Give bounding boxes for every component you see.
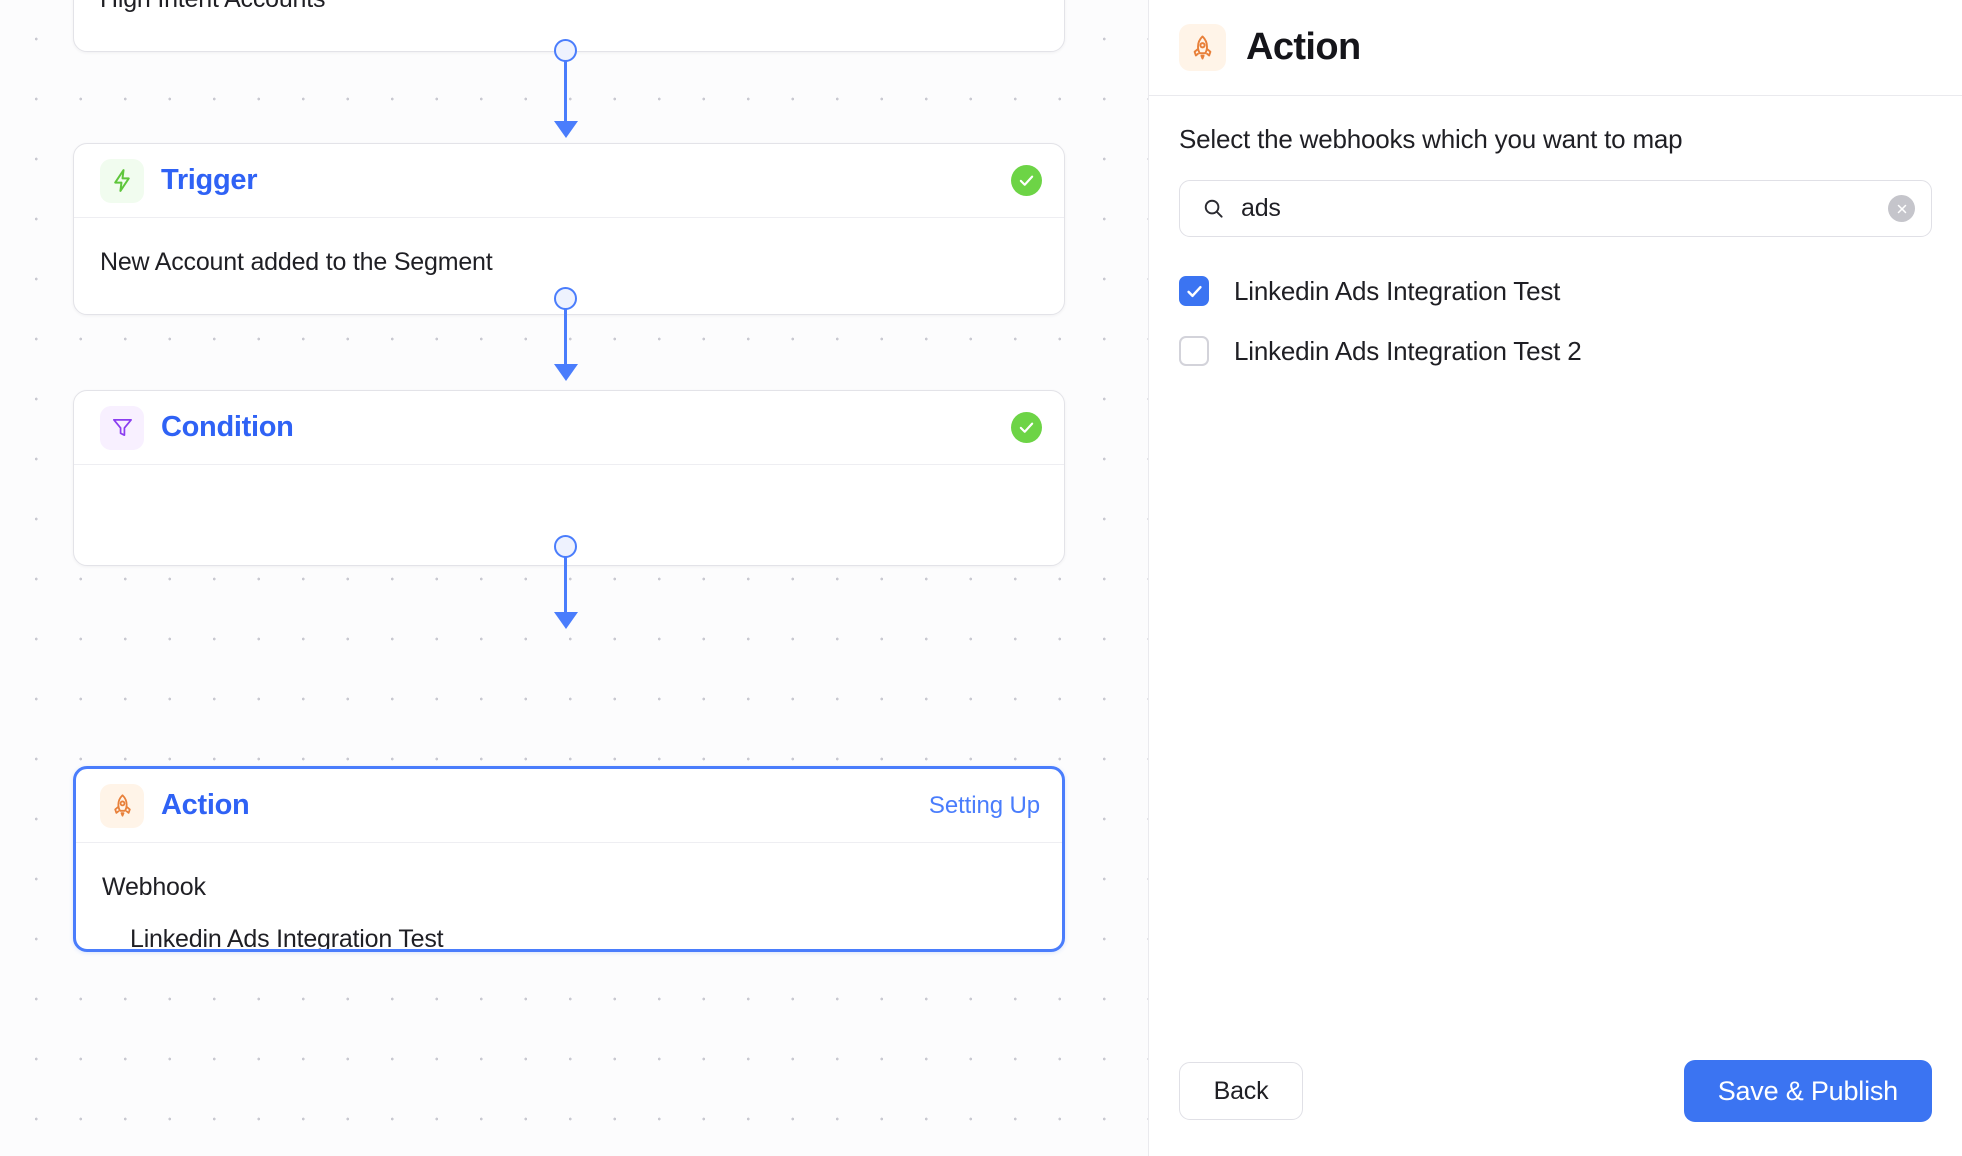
action-config-panel: Action Select the webhooks which you wan… bbox=[1148, 0, 1962, 1156]
lightning-bolt-icon bbox=[100, 158, 144, 203]
filter-funnel-icon bbox=[100, 405, 144, 450]
back-button[interactable]: Back bbox=[1179, 1062, 1303, 1120]
node-card-trigger-header: Trigger bbox=[74, 144, 1064, 218]
connector-arrowhead bbox=[554, 612, 578, 629]
connector-line bbox=[564, 553, 567, 617]
node-card-trigger-body: New Account added to the Segment bbox=[74, 218, 1064, 314]
canvas-inner: High Intent Accounts Trigger bbox=[73, 0, 1065, 952]
node-card-action-title: Action bbox=[161, 789, 250, 821]
status-check-icon bbox=[1011, 165, 1042, 196]
connector-node-handle[interactable] bbox=[554, 39, 577, 62]
connector-arrowhead bbox=[554, 364, 578, 381]
rocket-icon bbox=[1179, 24, 1226, 71]
panel-title: Action bbox=[1246, 26, 1361, 68]
webhook-select-instruction: Select the webhooks which you want to ma… bbox=[1179, 124, 1683, 154]
segment-card-title: High Intent Accounts bbox=[100, 0, 326, 14]
search-icon bbox=[1202, 197, 1225, 220]
webhook-search-box[interactable]: ads bbox=[1179, 180, 1932, 237]
status-check-icon bbox=[1011, 412, 1042, 443]
node-card-action-status: Setting Up bbox=[929, 792, 1040, 820]
trigger-description: New Account added to the Segment bbox=[100, 248, 493, 276]
node-card-action-body: Webhook Linkedin Ads Integration Test bbox=[76, 843, 1062, 949]
connector-trigger-to-condition bbox=[554, 287, 578, 382]
connector-segment-to-trigger bbox=[554, 39, 578, 139]
clear-search-icon[interactable] bbox=[1888, 195, 1915, 222]
connector-line bbox=[564, 57, 567, 125]
node-card-action-header: Action Setting Up bbox=[76, 769, 1062, 843]
webhook-option-row[interactable]: Linkedin Ads Integration Test 2 bbox=[1179, 321, 1932, 381]
node-card-trigger[interactable]: Trigger New Account added to the Segment bbox=[73, 143, 1065, 315]
rocket-icon bbox=[100, 783, 144, 828]
connector-condition-to-action bbox=[554, 535, 578, 630]
action-webhook-value: Linkedin Ads Integration Test bbox=[130, 924, 444, 952]
action-webhook-label: Webhook bbox=[102, 873, 206, 901]
save-and-publish-button[interactable]: Save & Publish bbox=[1683, 1060, 1932, 1122]
webhook-option-row[interactable]: Linkedin Ads Integration Test bbox=[1179, 261, 1932, 321]
workflow-canvas[interactable]: High Intent Accounts Trigger bbox=[0, 0, 1148, 1156]
node-card-condition-title: Condition bbox=[161, 411, 294, 443]
node-card-condition-status bbox=[1011, 412, 1042, 443]
webhook-option-label: Linkedin Ads Integration Test bbox=[1234, 275, 1561, 306]
panel-footer: Back Save & Publish bbox=[1149, 1060, 1962, 1156]
node-card-condition-header: Condition bbox=[74, 391, 1064, 465]
setting-up-status-label: Setting Up bbox=[928, 791, 1040, 819]
node-card-action[interactable]: Action Setting Up Webhook Linkedin Ads I… bbox=[73, 766, 1065, 952]
connector-node-handle[interactable] bbox=[554, 535, 577, 558]
connector-arrowhead bbox=[554, 121, 578, 138]
panel-header: Action bbox=[1149, 0, 1962, 96]
webhook-checkbox-checked[interactable] bbox=[1179, 276, 1209, 306]
node-card-trigger-status bbox=[1011, 165, 1042, 196]
webhook-option-list: Linkedin Ads Integration Test Linkedin A… bbox=[1179, 261, 1932, 381]
webhook-option-label: Linkedin Ads Integration Test 2 bbox=[1234, 335, 1582, 366]
connector-line bbox=[564, 305, 567, 369]
connector-node-handle[interactable] bbox=[554, 287, 577, 310]
webhook-search-input[interactable]: ads bbox=[1241, 194, 1281, 222]
webhook-checkbox-unchecked[interactable] bbox=[1179, 336, 1209, 366]
node-card-trigger-title: Trigger bbox=[161, 164, 258, 196]
panel-body: Select the webhooks which you want to ma… bbox=[1149, 96, 1962, 1060]
